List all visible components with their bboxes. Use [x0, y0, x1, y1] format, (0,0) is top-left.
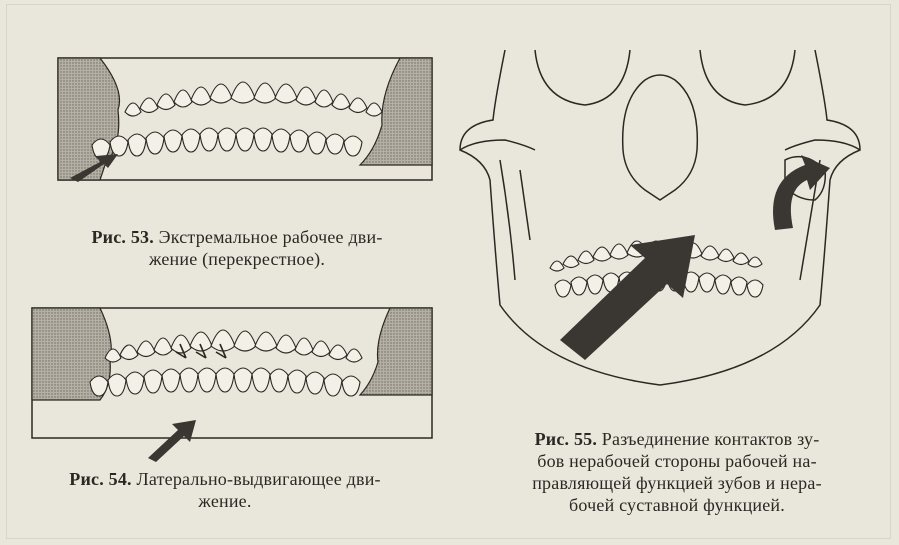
figure-54-caption-line-2: жение. — [10, 490, 440, 512]
figure-54-illustration — [30, 300, 440, 465]
figure-53-number: Рис. 53. — [91, 227, 153, 247]
figure-53-caption: Рис. 53. Экстремальное рабочее дви- жени… — [32, 226, 442, 270]
figure-55-illustration — [455, 40, 885, 420]
figure-54-caption: Рис. 54. Латерально-выдвигающее дви- жен… — [10, 468, 440, 512]
figure-55-caption-line-1: Разъединение контактов зу- — [602, 429, 820, 449]
figure-53-illustration — [30, 50, 440, 190]
figure-55-caption-line-3: правляющей функцией зубов и нера- — [462, 472, 892, 494]
figure-54-number: Рис. 54. — [69, 469, 131, 489]
figure-55-caption: Рис. 55. Разъединение контактов зу- бов … — [462, 428, 892, 516]
figure-55-caption-line-4: бочей суставной функцией. — [462, 494, 892, 516]
figure-54-caption-line-1: Латерально-выдвигающее дви- — [136, 469, 380, 489]
figure-53-caption-line-1: Экстремальное рабочее дви- — [159, 227, 383, 247]
figure-55-number: Рис. 55. — [535, 429, 597, 449]
figure-53-caption-line-2: жение (перекрестное). — [32, 248, 442, 270]
figure-55-caption-line-2: бов нерабочей стороны рабочей на- — [462, 450, 892, 472]
